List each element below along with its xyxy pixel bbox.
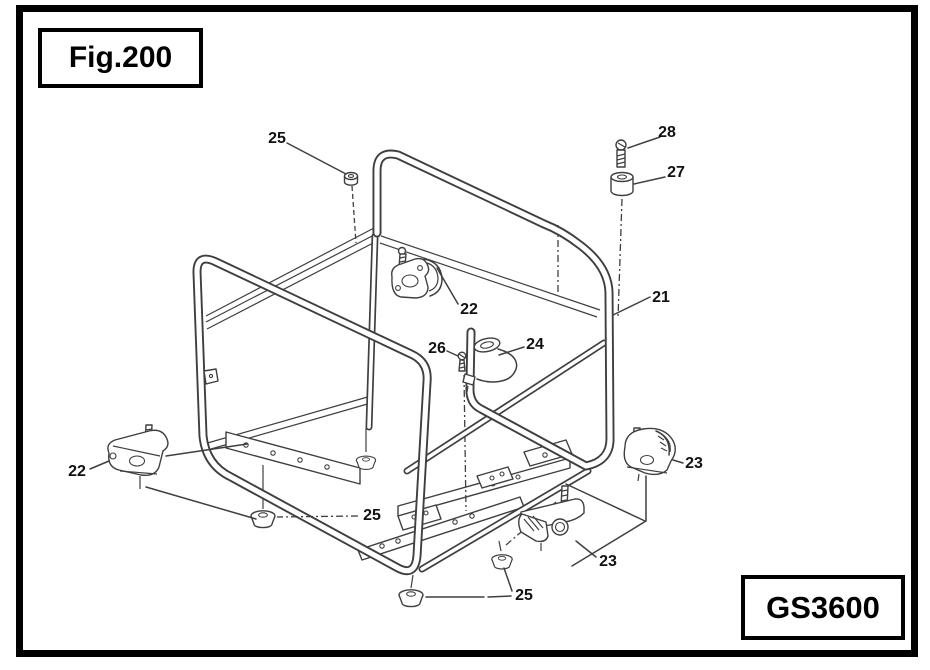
callout-23-lower: 23 — [599, 553, 617, 570]
base-skid-plates — [225, 431, 573, 561]
callout-26: 26 — [428, 340, 446, 357]
callout-24: 24 — [526, 336, 544, 353]
model-number-box: GS3600 — [741, 575, 905, 640]
callout-22-upper: 22 — [460, 301, 478, 318]
rubber-foot — [250, 510, 276, 529]
callout-25-middle: 25 — [363, 507, 381, 524]
callout-28: 28 — [658, 124, 676, 141]
figure-number-box: Fig.200 — [38, 28, 203, 88]
screw-part-26 — [457, 351, 467, 372]
mount-part-23-right — [623, 427, 676, 482]
callout-27: 27 — [667, 164, 685, 181]
rubber-foot — [491, 554, 513, 570]
frame-tubes — [192, 149, 615, 576]
bolt-part-28 — [615, 139, 627, 168]
spacer-part-27 — [610, 171, 634, 197]
nut-part-25 — [343, 171, 359, 186]
callout-21: 21 — [652, 289, 670, 306]
wire-clamp-part-24 — [462, 337, 518, 393]
model-number-label: GS3600 — [766, 589, 880, 625]
mount-part-22-upper — [391, 246, 443, 299]
callout-25-top: 25 — [268, 130, 286, 147]
callout-25-bottom: 25 — [515, 587, 533, 604]
mount-part-23-lower — [518, 485, 585, 551]
callout-23-right: 23 — [685, 455, 703, 472]
leader-lines — [89, 136, 684, 598]
figure-number-label: Fig.200 — [68, 41, 173, 74]
mount-part-22-left — [107, 424, 169, 489]
rubber-foot — [355, 455, 377, 471]
rubber-foot — [398, 589, 424, 608]
callout-22-left: 22 — [68, 463, 86, 480]
